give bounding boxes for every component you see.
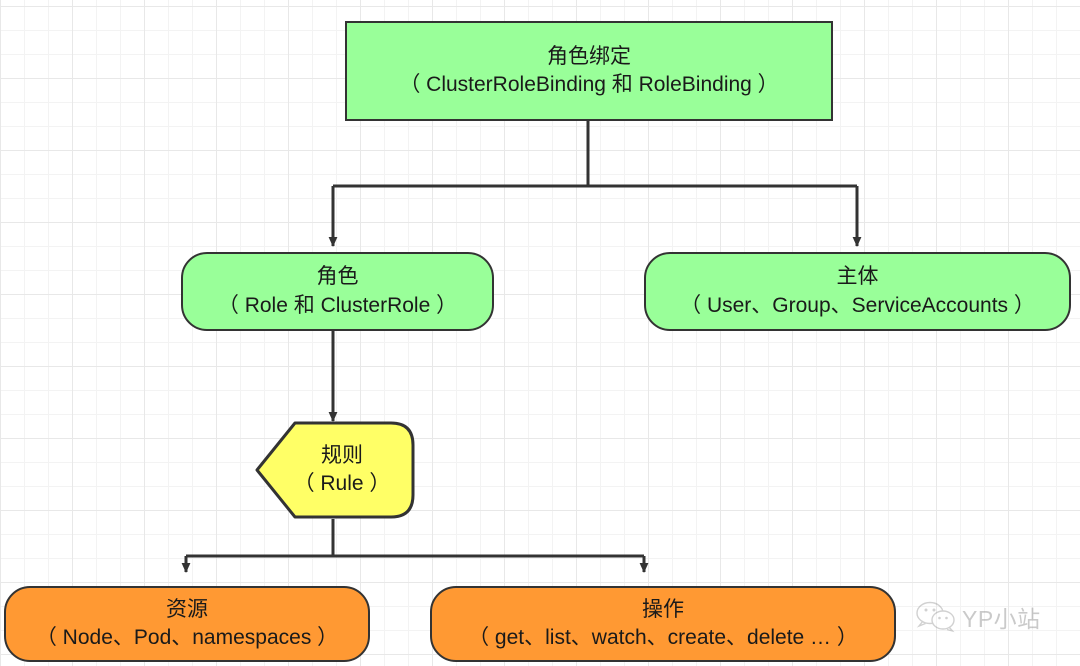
wechat-icon bbox=[916, 601, 955, 633]
node-verb[interactable]: 操作 （ get、list、watch、create、delete … ） bbox=[430, 586, 896, 662]
node-verb-line2: （ get、list、watch、create、delete … ） bbox=[468, 626, 858, 649]
node-resource-line2: （ Node、Pod、namespaces ） bbox=[35, 626, 339, 649]
node-role[interactable]: 角色 （ Role 和 ClusterRole ） bbox=[181, 252, 494, 331]
node-role-binding-line2: （ ClusterRoleBinding 和 RoleBinding ） bbox=[399, 73, 779, 96]
node-role-binding[interactable]: 角色绑定 （ ClusterRoleBinding 和 RoleBinding … bbox=[345, 21, 833, 121]
node-rule-shape bbox=[255, 421, 415, 519]
node-verb-line1: 操作 bbox=[642, 597, 684, 621]
watermark-text: YP小站 bbox=[962, 606, 1041, 632]
node-role-line1: 角色 bbox=[316, 265, 359, 289]
node-rule-line2: （ Rule ） bbox=[293, 472, 391, 495]
node-resource[interactable]: 资源 （ Node、Pod、namespaces ） bbox=[4, 586, 370, 662]
node-role-binding-line1: 角色绑定 bbox=[547, 44, 631, 68]
node-subject-line2: （ User、Group、ServiceAccounts ） bbox=[680, 293, 1035, 317]
node-resource-line1: 资源 bbox=[166, 597, 208, 621]
node-role-line2: （ Role 和 ClusterRole ） bbox=[217, 293, 458, 317]
node-rule[interactable]: 规则 （ Rule ） bbox=[255, 421, 415, 519]
node-subject[interactable]: 主体 （ User、Group、ServiceAccounts ） bbox=[644, 252, 1071, 331]
node-subject-line1: 主体 bbox=[836, 265, 879, 289]
node-rule-line1: 规则 bbox=[320, 443, 363, 467]
watermark: YP小站 bbox=[916, 600, 1041, 634]
